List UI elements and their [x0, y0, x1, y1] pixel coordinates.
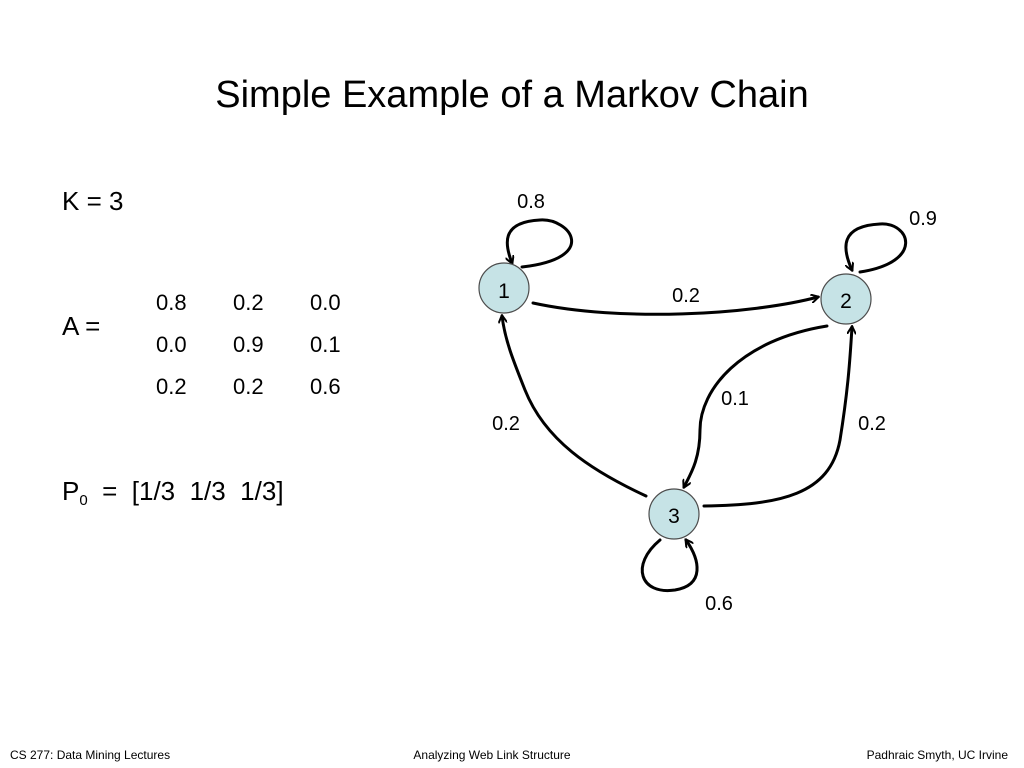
node-3-circle	[648, 488, 700, 540]
p0-value: = [1/3 1/3 1/3]	[87, 476, 284, 506]
matrix-cell: 0.6	[310, 374, 341, 399]
matrix-cell: 0.1	[310, 332, 341, 357]
edge-2-3	[684, 324, 829, 487]
edge-label-3-3: 0.6	[705, 593, 733, 615]
matrix-cell: 0.8	[156, 290, 187, 315]
matrix-label: A =	[62, 311, 101, 341]
edge-3-2	[702, 327, 852, 508]
k-definition: K = 3	[62, 186, 124, 216]
matrix-cell: 0.9	[233, 332, 264, 357]
transition-matrix: 0.8 0.2 0.0 0.0 0.9 0.1 0.2 0.2 0.6	[156, 282, 387, 408]
matrix-cell: 0.2	[233, 290, 264, 315]
footer-author: Padhraic Smyth, UC Irvine	[866, 748, 1008, 762]
footer-course: CS 277: Data Mining Lectures	[10, 748, 171, 762]
node-2-label: 2	[840, 290, 852, 313]
matrix-cell: 0.0	[156, 332, 187, 357]
edge-label-3-1: 0.2	[492, 413, 520, 435]
node-1-label: 1	[498, 280, 510, 303]
slide-title: Simple Example of a Markov Chain	[215, 74, 809, 116]
edge-2-2	[844, 222, 908, 274]
p0-subscript: 0	[79, 492, 88, 509]
matrix-cell: 0.2	[233, 374, 264, 399]
matrix-cell: 0.0	[310, 290, 341, 315]
edge-1-2	[531, 297, 818, 316]
matrix-row: 0.0 0.9 0.1	[156, 324, 387, 366]
edge-3-3	[640, 540, 699, 593]
edge-label-1-2: 0.2	[672, 285, 700, 307]
node-1-circle	[478, 262, 530, 314]
initial-distribution: P0 = [1/3 1/3 1/3]	[62, 476, 284, 509]
edge-1-1	[507, 218, 574, 269]
matrix-row: 0.8 0.2 0.0	[156, 282, 387, 324]
p0-symbol: P	[62, 476, 80, 506]
node-3-label: 3	[668, 505, 680, 528]
edge-3-1	[502, 316, 648, 498]
matrix-cell: 0.2	[156, 374, 187, 399]
matrix-row: 0.2 0.2 0.6	[156, 366, 387, 408]
edge-label-1-1: 0.8	[517, 191, 545, 213]
footer-topic: Analyzing Web Link Structure	[413, 748, 571, 762]
edge-label-3-2: 0.2	[858, 413, 886, 435]
edge-label-2-2: 0.9	[909, 208, 937, 230]
edge-label-2-3: 0.1	[721, 388, 749, 410]
node-2-circle	[820, 273, 872, 325]
